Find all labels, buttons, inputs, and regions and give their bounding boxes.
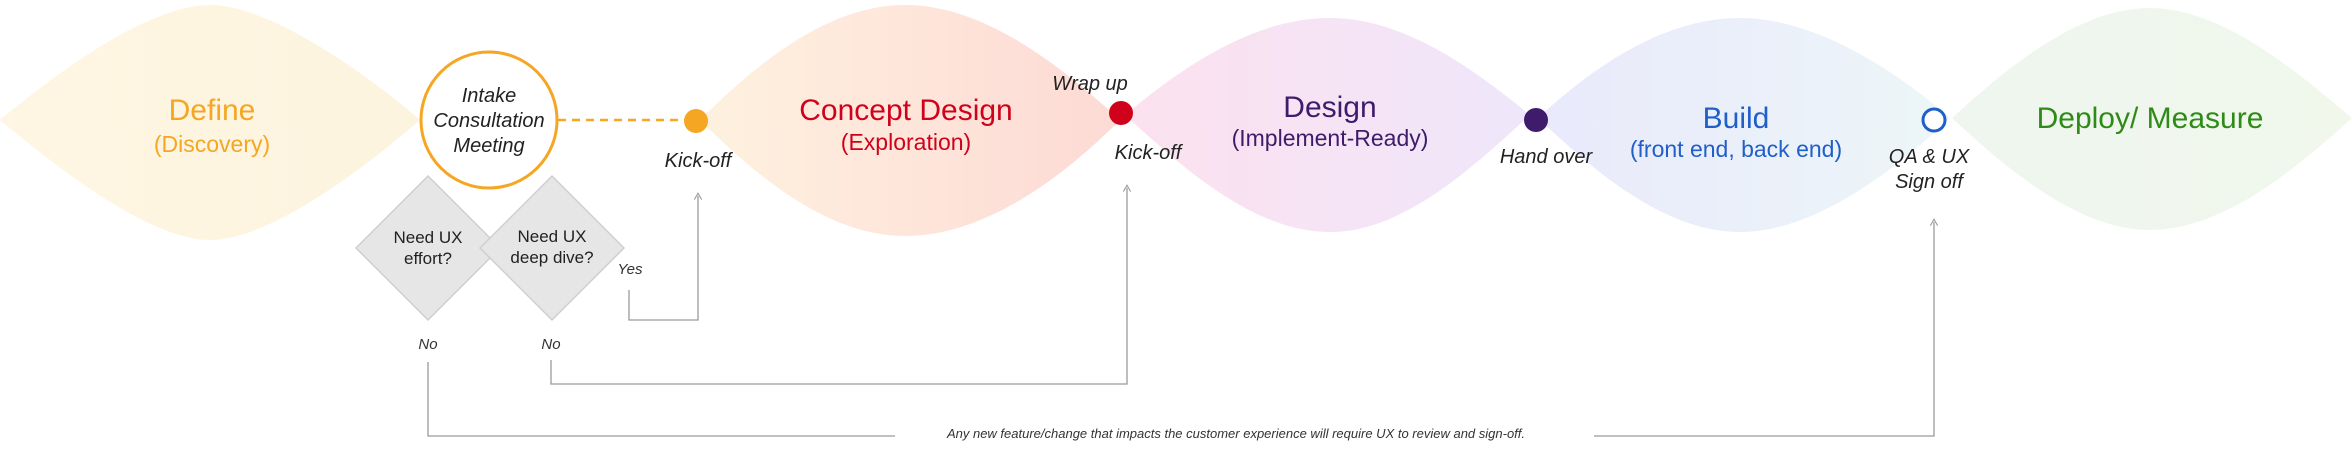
qa-signoff-line-2: Sign off <box>1895 171 1965 193</box>
ux-deep-dive-no-label: No <box>541 336 560 353</box>
intake-meeting-circle <box>419 50 559 190</box>
qa-signoff-line-1: QA & UX <box>1889 146 1970 168</box>
ux-deep-dive-yes-label: Yes <box>617 261 643 278</box>
build-stage-shape <box>1538 18 1950 232</box>
design-subtitle: (Implement-Ready) <box>1232 125 1429 151</box>
yes-to-concept-kickoff-connector <box>628 192 703 321</box>
footnote-text: Any new feature/change that impacts the … <box>946 426 1525 441</box>
build-subtitle: (front end, back end) <box>1630 136 1842 162</box>
build-title: Build <box>1703 102 1770 135</box>
define-subtitle: (Discovery) <box>154 131 270 157</box>
define-stage-shape <box>0 5 420 240</box>
concept-design-title: Concept Design <box>799 94 1012 127</box>
deploy-stage-shape <box>1952 8 2352 230</box>
footnote-connector-right <box>1594 218 1939 437</box>
wrap-up-label: Wrap up <box>1052 73 1128 95</box>
intake-line-3: Meeting <box>453 135 524 157</box>
qa-signoff-circle <box>1921 107 1947 133</box>
ux-effort-decision-diamond <box>354 174 502 322</box>
deploy-measure-title: Deploy/ Measure <box>2037 102 2264 135</box>
deep-dive-no-to-design-kickoff-connector <box>550 184 1132 385</box>
wrap-up-dot <box>1109 101 1133 125</box>
ux-deep-dive-line-1: Need UX <box>518 227 587 246</box>
footnote-connector-left <box>427 362 895 437</box>
ux-deep-dive-decision-diamond <box>478 174 626 322</box>
concept-kickoff-label: Kick-off <box>665 150 734 172</box>
concept-design-subtitle: (Exploration) <box>841 129 971 155</box>
hand-over-label: Hand over <box>1500 146 1594 168</box>
intake-line-1: Intake <box>462 85 516 107</box>
design-stage-shape <box>1125 18 1530 232</box>
design-kickoff-label: Kick-off <box>1115 142 1184 164</box>
concept-kickoff-dot <box>684 109 708 133</box>
ux-effort-no-label: No <box>418 336 437 353</box>
ux-deep-dive-line-2: deep dive? <box>510 248 593 267</box>
ux-effort-line-2: effort? <box>404 249 452 268</box>
design-title: Design <box>1283 91 1376 124</box>
define-title: Define <box>169 94 256 127</box>
hand-over-dot <box>1524 108 1548 132</box>
concept-stage-shape <box>700 5 1120 236</box>
intake-line-2: Consultation <box>433 110 544 132</box>
ux-effort-line-1: Need UX <box>394 228 463 247</box>
